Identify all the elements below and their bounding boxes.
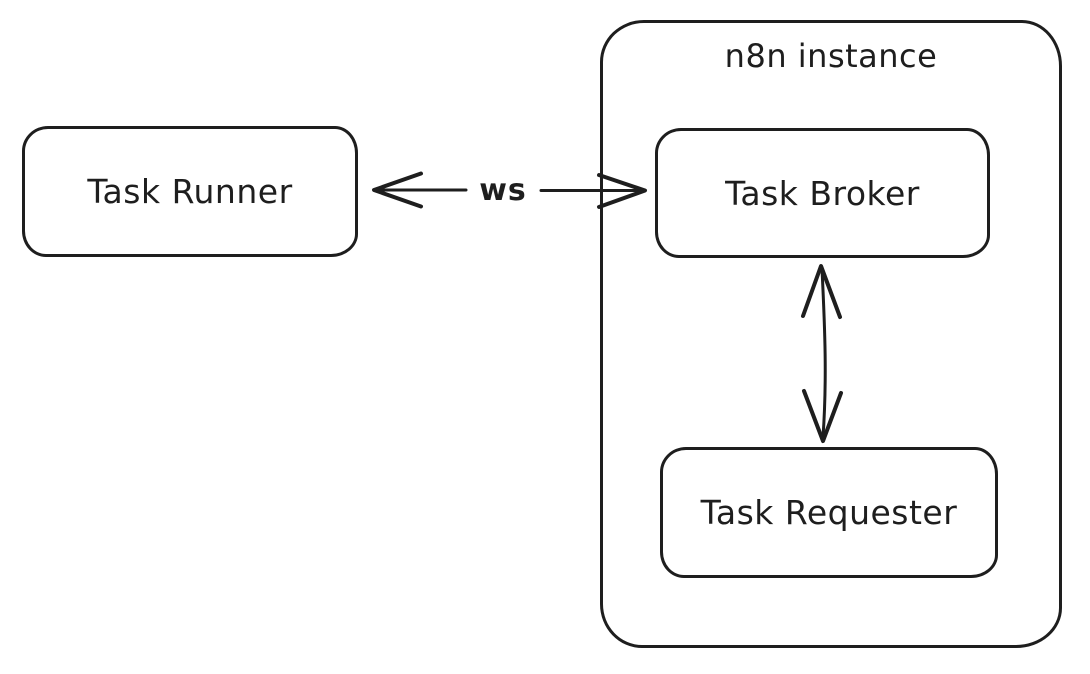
node-task-runner-label: Task Runner [87,172,293,211]
node-task-broker: Task Broker [655,128,990,258]
edge-runner-broker-label: ws [470,170,536,210]
group-n8n-instance-label: n8n instance [724,37,938,75]
node-task-requester: Task Requester [660,447,998,578]
node-task-broker-label: Task Broker [725,173,920,213]
node-task-runner: Task Runner [22,126,358,257]
node-task-requester-label: Task Requester [700,493,958,532]
group-n8n-instance: n8n instance [600,20,1062,648]
